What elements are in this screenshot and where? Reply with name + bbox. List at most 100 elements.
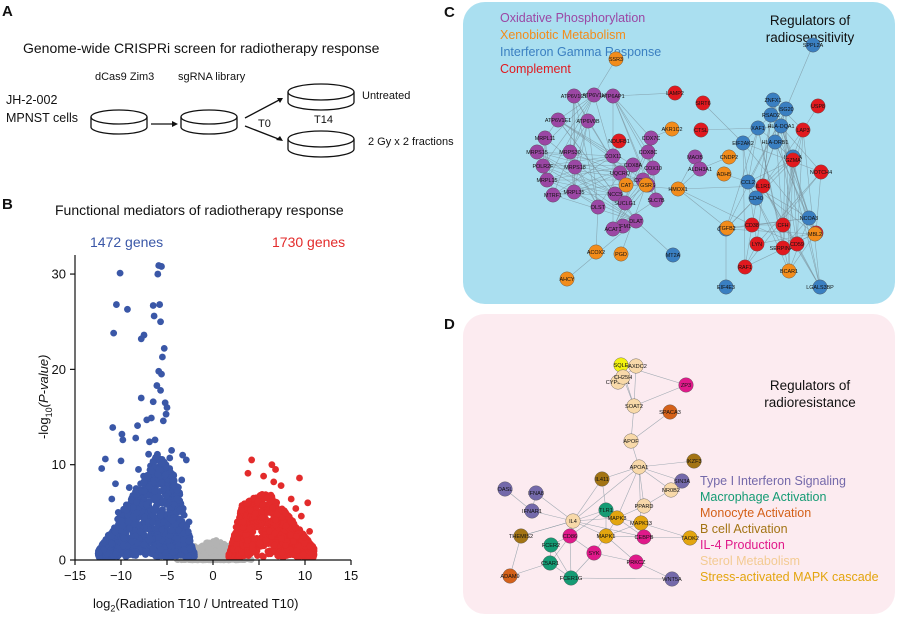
network-node: POLR2F: [533, 158, 554, 174]
node-label: SOAT2: [625, 404, 643, 410]
node-label: CTSL: [694, 128, 708, 134]
node-label: THEMIS2: [509, 534, 533, 540]
node-label: ACAT1: [605, 227, 622, 233]
data-point: [304, 499, 312, 507]
network-node: ACOX2: [587, 244, 605, 260]
network-node: IL4: [565, 513, 581, 529]
node-label: NCCS: [607, 192, 623, 198]
data-point: [257, 491, 265, 499]
network-node: MRPS30: [559, 144, 581, 160]
data-point: [239, 518, 247, 526]
down-point: [149, 545, 157, 553]
data-point: [297, 512, 305, 520]
dish-4-icon: [287, 130, 355, 158]
node-label: HMOX1: [668, 187, 687, 193]
node-label: RSAD2: [762, 113, 780, 119]
network-node: FAXDC2: [625, 358, 647, 374]
node-label: FAXDC2: [625, 364, 647, 370]
node-label: CEBPB: [635, 535, 654, 541]
data-point: [101, 455, 109, 463]
network-edge: [815, 171, 822, 234]
node-label: NCOA3: [800, 216, 819, 222]
node-label: CNDP2: [720, 155, 738, 161]
node-label: CCL2: [741, 180, 755, 186]
data-point: [98, 465, 106, 472]
up-point: [258, 514, 266, 521]
node-label: IKZF3: [686, 459, 701, 465]
network-node: SUCLG1: [614, 195, 636, 211]
network-edge: [638, 460, 695, 468]
up-point: [250, 494, 257, 502]
node-label: CAT: [621, 183, 632, 189]
down-point: [169, 549, 176, 556]
network-node: DLST: [590, 199, 606, 215]
network-node: NCCS: [607, 186, 623, 202]
network-node: BCAR1: [780, 263, 798, 279]
down-point: [131, 548, 138, 555]
network-edge: [677, 188, 728, 229]
node-label: ATP6AP1: [601, 94, 624, 100]
data-point: [143, 416, 151, 424]
network-node: IFNAR1: [522, 503, 542, 519]
network-node: UQCRQ: [610, 165, 630, 181]
down-point: [160, 485, 167, 492]
legend-d-sterol: Sterol Metabolism: [700, 554, 801, 568]
network-node: CD38: [744, 217, 760, 233]
network-edge: [725, 228, 816, 235]
data-point: [296, 474, 303, 482]
network-node: EIF2AK2: [732, 135, 754, 151]
dish-1-icon: [90, 109, 148, 135]
up-point: [225, 551, 233, 558]
node-label: IL411: [595, 477, 609, 483]
node-label: GSR: [640, 183, 652, 189]
network-edge: [796, 129, 804, 245]
network-node: RAF1: [737, 259, 753, 275]
up-point: [233, 541, 240, 548]
network-node: SSR3: [608, 51, 624, 67]
network-edge: [546, 179, 637, 222]
network-node: CD86: [562, 528, 578, 544]
step2-label: sgRNA library: [178, 71, 246, 83]
down-point: [174, 535, 181, 543]
network-edge: [638, 466, 683, 482]
up-point: [272, 521, 279, 529]
network-node: MRPS15: [526, 144, 548, 160]
data-point: [149, 302, 157, 309]
network-edge: [633, 384, 687, 407]
network-node: WNT5A: [662, 571, 682, 587]
node-label: ZNFX1: [764, 98, 781, 104]
network-edge: [542, 165, 637, 222]
data-point: [160, 345, 168, 352]
node-label: SIRT6: [695, 101, 710, 107]
network-node: AHCY: [560, 271, 575, 287]
data-point: [163, 404, 171, 411]
down-point: [140, 487, 148, 495]
data-point: [137, 394, 145, 402]
network-node: ACAT1: [605, 221, 622, 237]
legend-c-complement: Complement: [500, 62, 571, 76]
down-point: [180, 546, 188, 554]
node-label: ISG20: [778, 107, 793, 113]
data-point: [251, 509, 259, 517]
node-label: LAMP2: [666, 91, 684, 97]
node-label: IL1R1: [756, 184, 770, 190]
network-edge: [756, 232, 817, 245]
network-node: CD40: [748, 190, 764, 206]
node-label: OASL: [498, 487, 513, 493]
data-point: [114, 508, 122, 516]
network-node: NOTCH4: [810, 164, 832, 180]
ns-point: [215, 548, 223, 555]
network-edge: [782, 159, 794, 249]
node-label: HLA-DRB1: [762, 140, 789, 146]
up-point: [292, 532, 300, 540]
down-point: [133, 539, 141, 547]
network-edge: [572, 466, 640, 522]
network-node: ISG20: [778, 101, 794, 117]
data-point: [158, 263, 165, 270]
node-label: TLR1: [599, 508, 613, 514]
node-label: PPARD: [635, 504, 654, 510]
up-point: [273, 511, 281, 519]
untreated-label: Untreated: [362, 90, 411, 102]
network-node: ADAM9: [500, 568, 520, 584]
